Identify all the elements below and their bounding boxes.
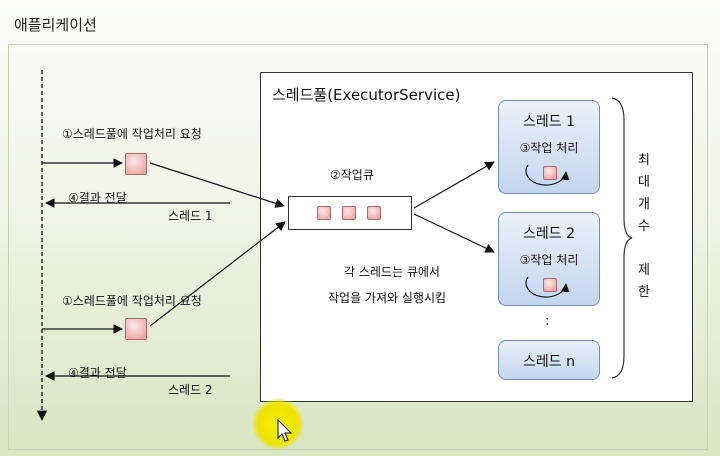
task-square-request-1 <box>125 153 147 175</box>
queue-note-line-1: 각 스레드는 큐에서 <box>344 265 440 279</box>
thread-name: 스레드 n <box>523 354 575 370</box>
processing-loop-2 <box>525 276 570 298</box>
task-square-request-2 <box>125 318 147 340</box>
max-count-brace <box>611 97 633 379</box>
thread-task-label: ③작업 처리 <box>519 141 579 155</box>
application-frame <box>8 44 708 450</box>
processing-task <box>543 278 557 292</box>
thread-pool-title: 스레드풀(ExecutorService) <box>272 86 461 104</box>
queue-label: ②작업큐 <box>330 168 374 182</box>
thread-task-label: ③작업 처리 <box>519 253 579 267</box>
processing-loop-1 <box>525 164 570 186</box>
thread-pool-box <box>260 72 693 402</box>
queued-task <box>342 206 356 220</box>
queued-task <box>317 206 331 220</box>
max-thread-limit-label: 최 대 개 수 제 한 <box>638 153 650 300</box>
queued-task <box>367 206 381 220</box>
result-label-1: ④결과 전달 <box>68 191 127 205</box>
application-title: 애플리케이션 <box>14 16 97 34</box>
enqueue-arrow-1 <box>149 162 285 208</box>
thread-box-1: 스레드 1 ③작업 처리 <box>498 100 600 194</box>
thread-name: 스레드 1 <box>523 114 575 130</box>
mouse-pointer <box>277 418 293 442</box>
thread-ellipsis: : <box>545 314 550 329</box>
task-queue <box>288 196 412 230</box>
result-thread-label-1: 스레드 1 <box>168 209 213 223</box>
enqueue-arrow-2 <box>149 221 286 327</box>
dispatch-arrow-1 <box>413 161 495 209</box>
result-thread-label-2: 스레드 2 <box>168 383 213 397</box>
thread-name: 스레드 2 <box>523 226 575 242</box>
request-label-2: ①스레드풀에 작업처리 요청 <box>62 294 202 308</box>
queue-note-line-2: 작업을 가져와 실행시킴 <box>328 291 447 305</box>
processing-task <box>543 166 557 180</box>
thread-box-n: 스레드 n <box>498 340 600 380</box>
dispatch-arrow-2 <box>413 213 495 253</box>
thread-box-2: 스레드 2 ③작업 처리 <box>498 212 600 306</box>
request-label-1: ①스레드풀에 작업처리 요청 <box>62 127 202 141</box>
